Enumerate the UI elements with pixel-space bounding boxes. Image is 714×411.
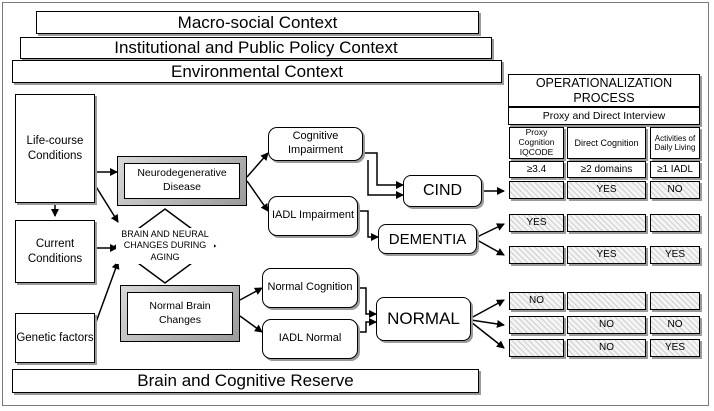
column-header-direct-text: Direct Cognition — [574, 137, 639, 148]
iadl-impairment-label: IADL Impairment — [271, 209, 355, 222]
normal-label: NORMAL — [387, 309, 460, 328]
column-header-direct: Direct Cognition — [567, 127, 646, 159]
dementia-row2-proxy-cell — [509, 246, 564, 264]
normal-row2-adl-cell: NO — [650, 316, 700, 334]
iadl-normal-label: IADL Normal — [278, 332, 342, 345]
threshold-proxy: ≥3.4 — [509, 161, 564, 178]
column-header-proxy: Proxy Cognition IQCODE — [509, 127, 564, 159]
cell-value: YES — [664, 342, 685, 354]
cind-label: CIND — [422, 182, 463, 199]
dementia-row1-adl-cell — [650, 214, 700, 232]
dementia-label: DEMENTIA — [388, 230, 467, 248]
normal-cognition-label: Normal Cognition — [267, 281, 353, 294]
cell-value: NO — [599, 342, 614, 354]
normal-outcome: NORMAL — [376, 297, 471, 341]
operationalization-subtitle-text: Proxy and Direct Interview — [542, 109, 666, 122]
threshold-direct-text: ≥2 domains — [580, 163, 633, 175]
cell-value: NO — [599, 319, 614, 331]
life-course-conditions: Life-course Conditions — [15, 94, 95, 203]
operationalization-subtitle: Proxy and Direct Interview — [508, 107, 700, 125]
cell-value: YES — [526, 217, 547, 229]
life-course-label: Life-course Conditions — [26, 135, 84, 162]
operationalization-title-text: OPERATIONALIZATION PROCESS — [535, 75, 673, 105]
normal-row1-direct-cell — [567, 292, 646, 310]
normal-row3-proxy-cell — [509, 339, 564, 357]
iadl-impairment-box: IADL Impairment — [268, 196, 358, 236]
institutional-context: Institutional and Public Policy Context — [20, 37, 492, 59]
cell-value: YES — [664, 249, 685, 261]
cind-outcome: CIND — [403, 175, 482, 207]
column-header-adl-text: Activities of Daily Living — [654, 133, 696, 152]
normal-row2-direct-cell: NO — [567, 316, 646, 334]
column-header-adl: Activities of Daily Living — [650, 127, 700, 159]
cognitive-impairment-box: Cognitive Impairment — [268, 127, 363, 161]
dementia-outcome: DEMENTIA — [378, 224, 477, 254]
normal-row2-proxy-cell — [509, 316, 564, 334]
genetic-factors: Genetic factors — [15, 313, 95, 363]
column-header-proxy-text: Proxy Cognition IQCODE — [518, 127, 555, 157]
normal-brain-changes-box: Normal Brain Changes — [120, 285, 240, 342]
dementia-row1-proxy-cell: YES — [509, 214, 564, 232]
cind-row-proxy-cell — [509, 181, 564, 199]
neurodegenerative-disease-box: Neurodegenerative Disease — [117, 156, 247, 206]
threshold-proxy-text: ≥3.4 — [526, 163, 547, 175]
diagram-frame — [2, 2, 709, 406]
brain-cognitive-reserve: Brain and Cognitive Reserve — [12, 369, 479, 393]
normal-brain-changes-label: Normal Brain Changes — [127, 292, 233, 335]
dementia-row2-adl-cell: YES — [650, 246, 700, 264]
dementia-row2-direct-cell: YES — [567, 246, 646, 264]
iadl-normal-box: IADL Normal — [262, 319, 358, 359]
cind-row-adl-cell: NO — [650, 181, 700, 199]
environmental-context: Environmental Context — [12, 60, 502, 83]
current-conditions-label: Current Conditions — [27, 238, 83, 265]
normal-row1-proxy-cell: NO — [509, 292, 564, 310]
normal-row1-adl-cell — [650, 292, 700, 310]
cell-value: NO — [529, 295, 544, 307]
cell-value: NO — [667, 319, 683, 331]
operationalization-title: OPERATIONALIZATION PROCESS — [508, 74, 700, 107]
normal-row3-adl-cell: YES — [650, 339, 700, 357]
cind-row-direct-cell: YES — [567, 181, 646, 199]
brain-aging-changes: BRAIN AND NEURAL CHANGES DURING AGING — [116, 228, 214, 264]
threshold-adl: ≥1 IADL — [650, 161, 700, 178]
cognitive-impairment-label: Cognitive Impairment — [287, 130, 344, 156]
threshold-direct: ≥2 domains — [567, 161, 646, 178]
genetic-factors-label: Genetic factors — [16, 331, 94, 344]
dementia-row1-direct-cell — [567, 214, 646, 232]
threshold-adl-text: ≥1 IADL — [656, 163, 694, 175]
cell-value: YES — [596, 184, 617, 196]
macro-social-context: Macro-social Context — [36, 11, 479, 34]
normal-cognition-box: Normal Cognition — [262, 268, 358, 308]
neurodegenerative-label: Neurodegenerative Disease — [124, 163, 240, 199]
cell-value: YES — [596, 249, 617, 261]
current-conditions: Current Conditions — [15, 220, 95, 283]
cell-value: NO — [667, 184, 683, 196]
normal-row3-direct-cell: NO — [567, 339, 646, 357]
